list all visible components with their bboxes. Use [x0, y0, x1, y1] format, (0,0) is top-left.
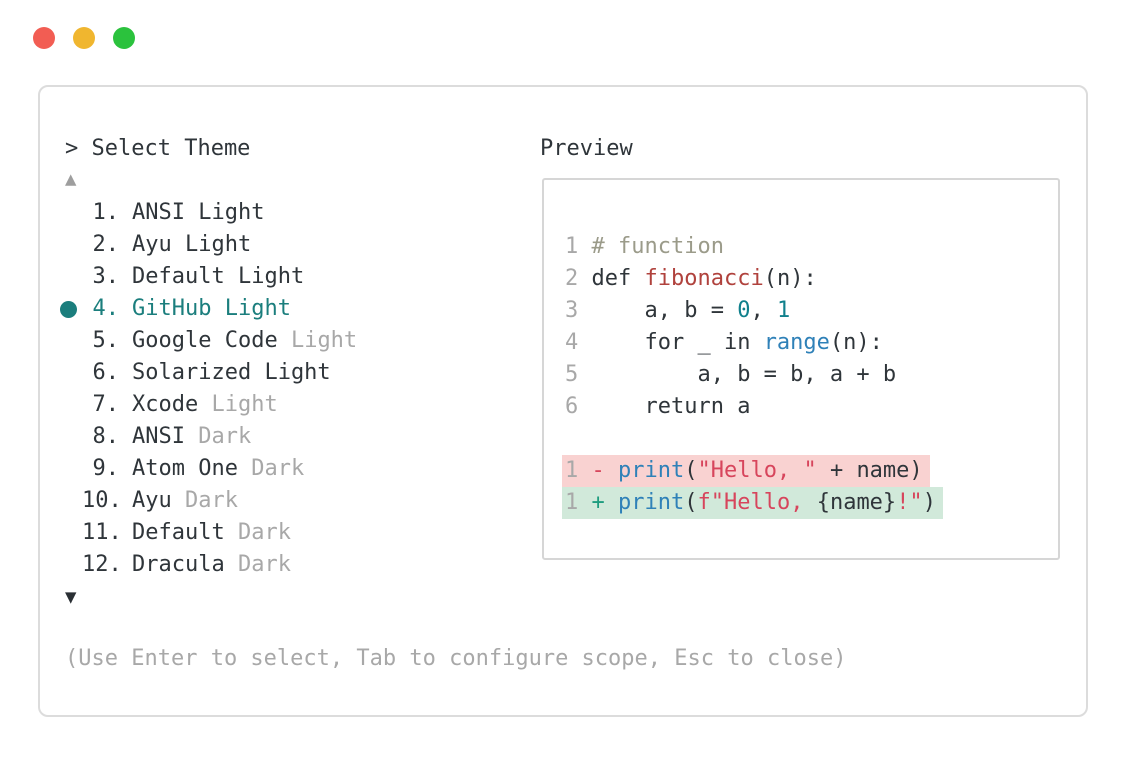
theme-item-label: Xcode Light — [132, 392, 278, 417]
indicator-spacer — [58, 549, 82, 581]
indicator-spacer — [58, 261, 82, 293]
theme-item-number: 4. — [92, 296, 120, 321]
indicator-spacer — [58, 229, 82, 261]
line-number: 5 — [565, 362, 592, 387]
code-diff-line-removed: 1 - print("Hello, " + name) — [562, 455, 943, 487]
indicator-spacer — [58, 197, 82, 229]
theme-selector-dialog: > Select Theme ▲ 1. ANSI Light 2. Ayu Light… — [38, 85, 1088, 717]
indicator-spacer — [58, 485, 82, 517]
code-preview: 1 # function 2 def fibonacci(n): 3 a, b = … — [562, 231, 943, 519]
theme-item-number: 6. — [92, 360, 120, 385]
theme-list-item[interactable]: 5. Google Code Light — [58, 325, 358, 357]
theme-item-label: Default Dark — [132, 520, 291, 545]
indicator-spacer — [58, 325, 82, 357]
code-diff-line-added: 1 + print(f"Hello, {name}!") — [562, 487, 943, 519]
code-line: 2 def fibonacci(n): — [565, 266, 817, 291]
close-button-icon[interactable] — [33, 27, 55, 49]
code-line: 3 a, b = 0, 1 — [565, 298, 791, 323]
selected-dot-icon — [60, 300, 77, 318]
theme-list-item[interactable]: 2. Ayu Light — [58, 229, 357, 261]
theme-item-label: Dracula Dark — [132, 552, 291, 577]
preview-pane: 1 # function 2 def fibonacci(n): 3 a, b = … — [542, 178, 1060, 560]
theme-item-label: ANSI Dark — [132, 424, 252, 449]
indicator-spacer — [58, 517, 82, 549]
theme-list: 1. ANSI Light 2. Ayu Light 3. Default Light 4.… — [58, 197, 357, 581]
line-number: 4 — [565, 330, 592, 355]
theme-item-label: Atom One Dark — [132, 456, 305, 481]
code-line: 5 a, b = b, a + b — [565, 362, 897, 387]
theme-item-label: Ayu Light — [132, 232, 252, 257]
keyboard-hint: (Use Enter to select, Tab to configure s… — [65, 646, 847, 671]
indicator-spacer — [58, 357, 82, 389]
theme-item-number: 10. — [82, 488, 122, 513]
theme-item-number: 3. — [92, 264, 120, 289]
theme-list-item[interactable]: 6. Solarized Light — [58, 357, 357, 389]
theme-item-label: Default Light — [132, 264, 305, 289]
dialog-title: > Select Theme — [65, 136, 251, 161]
scroll-up-icon[interactable]: ▲ — [65, 168, 77, 190]
theme-item-number: 12. — [82, 552, 122, 577]
line-number: 2 — [565, 266, 592, 291]
theme-item-number: 9. — [92, 456, 120, 481]
line-number: 6 — [565, 394, 592, 419]
indicator-spacer — [58, 453, 82, 485]
theme-item-number: 1. — [92, 200, 120, 225]
theme-list-item[interactable]: 9. Atom One Dark — [58, 453, 357, 485]
code-line: 6 return a — [565, 394, 751, 419]
indicator-spacer — [58, 389, 82, 421]
line-number: 1 — [565, 234, 592, 259]
window-controls — [33, 27, 135, 49]
theme-list-item[interactable]: 8. ANSI Dark — [58, 421, 357, 453]
theme-item-number: 8. — [92, 424, 120, 449]
theme-list-item[interactable]: 12. Dracula Dark — [58, 549, 357, 581]
minimize-button-icon[interactable] — [73, 27, 95, 49]
code-line: 1 # function — [565, 234, 724, 259]
line-number: 1 — [565, 490, 592, 515]
theme-item-label: GitHub Light — [132, 296, 291, 321]
theme-item-number: 2. — [92, 232, 120, 257]
theme-item-label: Google Code Light — [132, 328, 358, 353]
theme-item-label: ANSI Light — [132, 200, 265, 225]
theme-list-item[interactable]: 4. GitHub Light — [58, 293, 357, 325]
theme-list-item[interactable]: 3. Default Light — [58, 261, 357, 293]
theme-list-item[interactable]: 10. Ayu Dark — [58, 485, 357, 517]
theme-item-label: Solarized Light — [132, 360, 331, 385]
theme-list-item[interactable]: 7. Xcode Light — [58, 389, 357, 421]
indicator-spacer — [58, 421, 82, 453]
maximize-button-icon[interactable] — [113, 27, 135, 49]
line-number: 3 — [565, 298, 592, 323]
preview-title: Preview — [540, 136, 633, 161]
selected-indicator-dot — [58, 293, 82, 325]
theme-list-item[interactable]: 11. Default Dark — [58, 517, 357, 549]
theme-list-item[interactable]: 1. ANSI Light — [58, 197, 357, 229]
theme-item-label: Ayu Dark — [132, 488, 238, 513]
theme-item-number: 11. — [82, 520, 122, 545]
code-line — [565, 423, 943, 455]
theme-item-number: 5. — [92, 328, 120, 353]
scroll-down-icon[interactable]: ▼ — [65, 586, 77, 608]
code-line: 4 for _ in range(n): — [565, 330, 883, 355]
line-number: 1 — [565, 458, 592, 483]
theme-item-number: 7. — [92, 392, 120, 417]
